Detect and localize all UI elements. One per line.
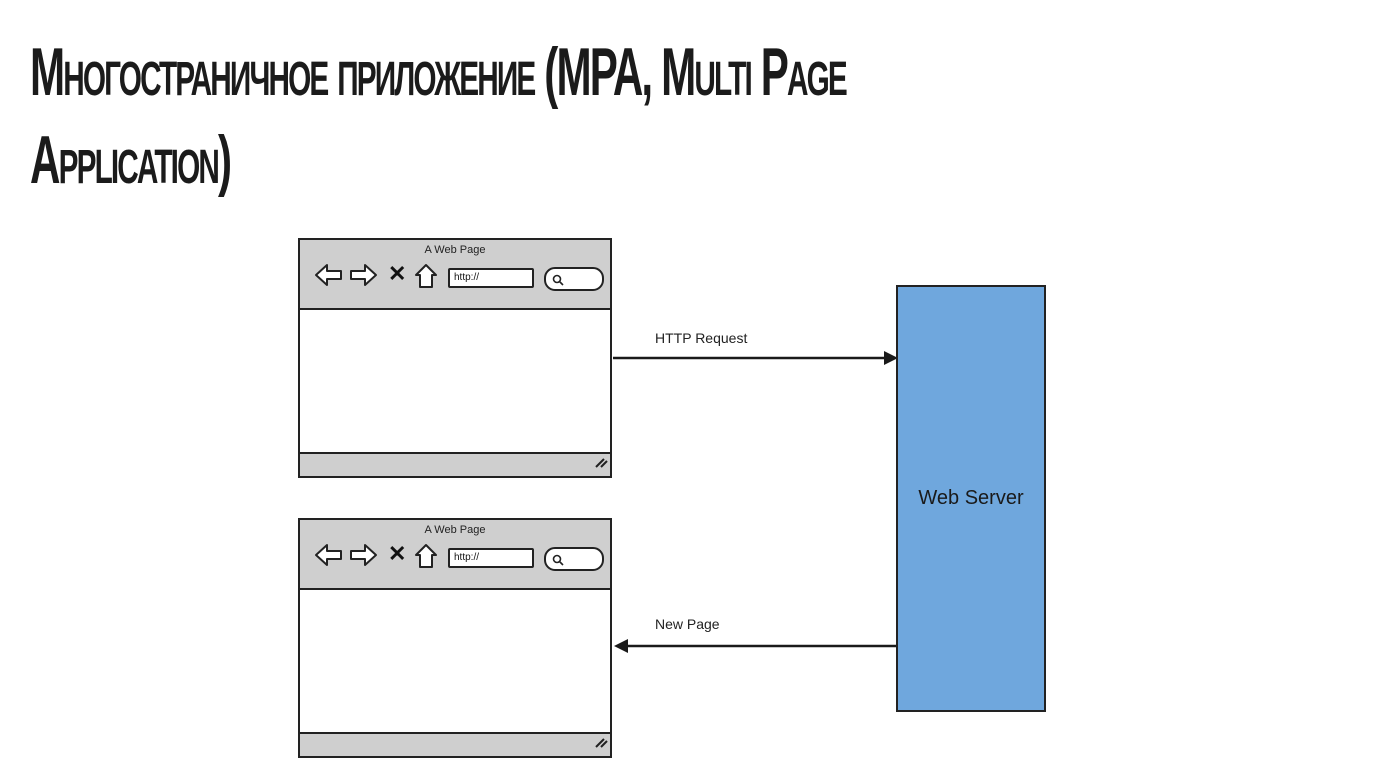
back-arrow-icon	[314, 543, 344, 572]
browser-content-area	[300, 310, 610, 452]
browser-toolbar: A Web Page ✕ http://	[300, 520, 610, 590]
new-page-arrow	[614, 639, 897, 653]
browser-window-title: A Web Page	[424, 244, 486, 256]
search-icon	[552, 553, 564, 571]
search-field	[544, 547, 604, 571]
browser-window-top: A Web Page ✕ http://	[298, 238, 612, 478]
browser-status-bar	[300, 732, 610, 756]
url-field: http://	[448, 548, 534, 568]
slide-title-line1: Многостраничное приложение (MPA, Multi P…	[30, 34, 848, 110]
resize-grip-icon	[592, 453, 608, 474]
stop-x-icon: ✕	[388, 261, 407, 286]
forward-arrow-icon	[348, 263, 378, 292]
slide-title-line2: Application)	[30, 122, 232, 198]
forward-arrow-icon	[348, 543, 378, 572]
browser-toolbar: A Web Page ✕ http://	[300, 240, 610, 310]
http-request-label: HTTP Request	[655, 330, 748, 346]
browser-status-bar	[300, 452, 610, 476]
search-field	[544, 267, 604, 291]
stop-x-icon: ✕	[388, 541, 407, 566]
browser-content-area	[300, 590, 610, 732]
url-field: http://	[448, 268, 534, 288]
browser-window-title: A Web Page	[424, 524, 486, 536]
new-page-label: New Page	[655, 616, 720, 632]
resize-grip-icon	[592, 733, 608, 754]
back-arrow-icon	[314, 263, 344, 292]
search-icon	[552, 273, 564, 291]
slide-title: Многостраничное приложение (MPA, Multi P…	[30, 28, 848, 204]
home-icon	[414, 263, 438, 294]
http-request-arrow	[613, 351, 898, 365]
web-server-box: Web Server	[896, 285, 1046, 712]
web-server-label: Web Server	[918, 487, 1024, 509]
browser-window-bottom: A Web Page ✕ http://	[298, 518, 612, 758]
home-icon	[414, 543, 438, 574]
